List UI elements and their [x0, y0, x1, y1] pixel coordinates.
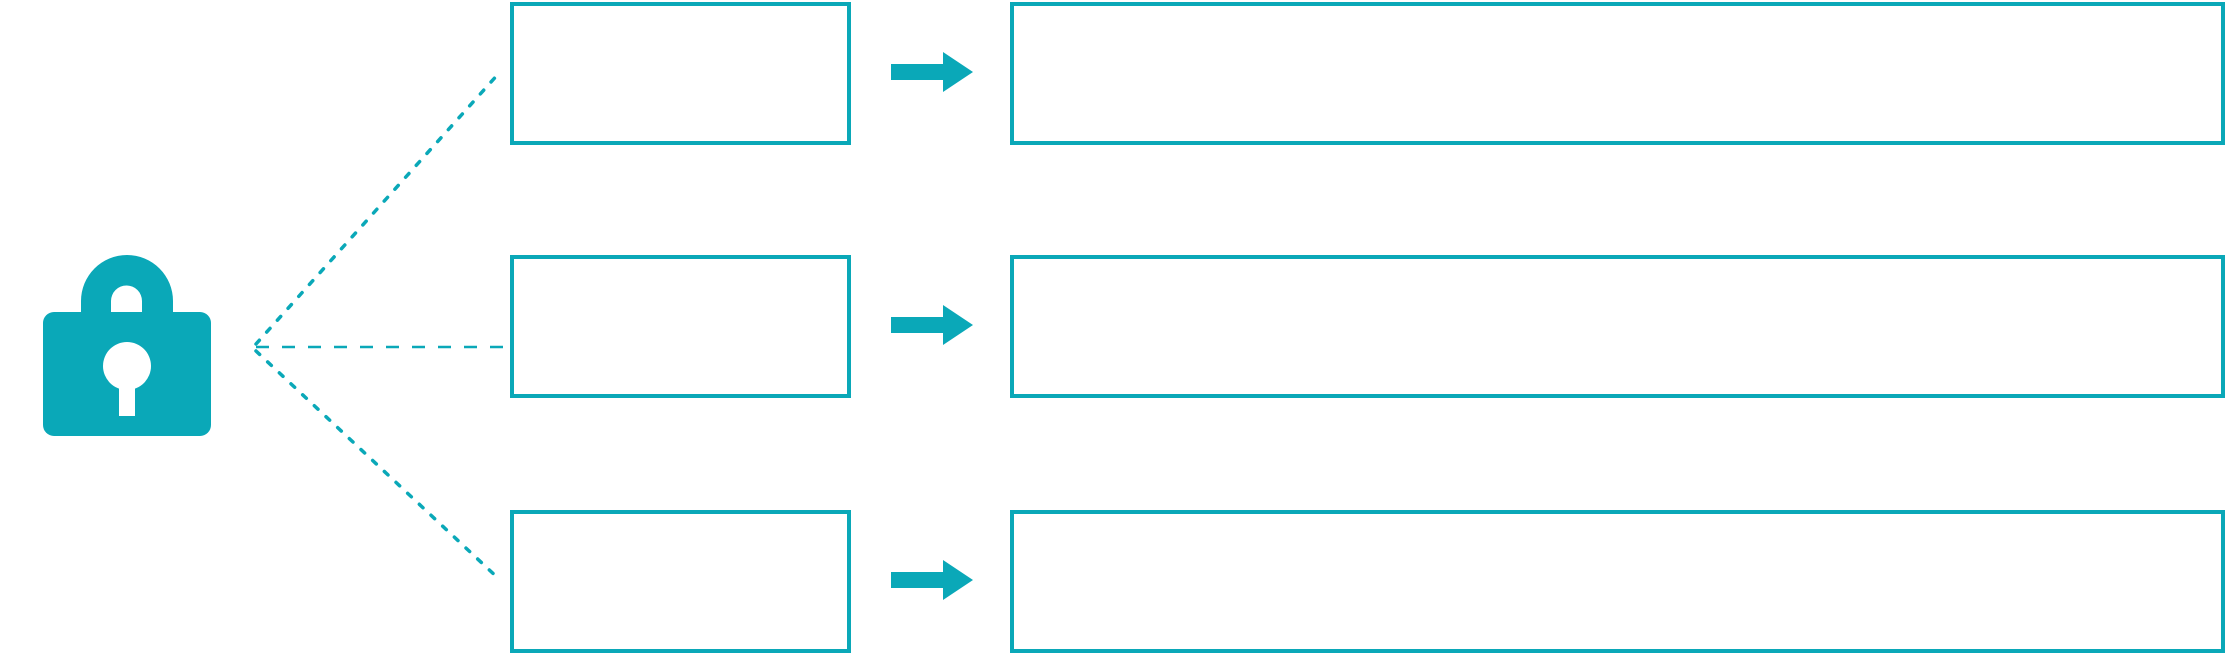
- right-arrow-icon: [891, 52, 973, 92]
- effect-box-label: [1014, 6, 2221, 26]
- right-arrow-icon: [891, 560, 973, 600]
- cause-box-label: [514, 514, 847, 534]
- cause-box-label: [514, 6, 847, 26]
- effect-box-row-2[interactable]: [1010, 255, 2225, 398]
- effect-box-row-1[interactable]: [1010, 2, 2225, 145]
- cause-box-row-1[interactable]: [510, 2, 851, 145]
- diagram-row: [0, 0, 2229, 145]
- right-arrow-icon: [891, 305, 973, 345]
- cause-box-row-3[interactable]: [510, 510, 851, 653]
- cause-box-label: [514, 259, 847, 279]
- diagram-row: [0, 508, 2229, 653]
- effect-box-label: [1014, 514, 2221, 534]
- effect-box-row-3[interactable]: [1010, 510, 2225, 653]
- diagram-row: [0, 253, 2229, 398]
- lock-icon: [30, 205, 225, 445]
- effect-box-label: [1014, 259, 2221, 279]
- cause-box-row-2[interactable]: [510, 255, 851, 398]
